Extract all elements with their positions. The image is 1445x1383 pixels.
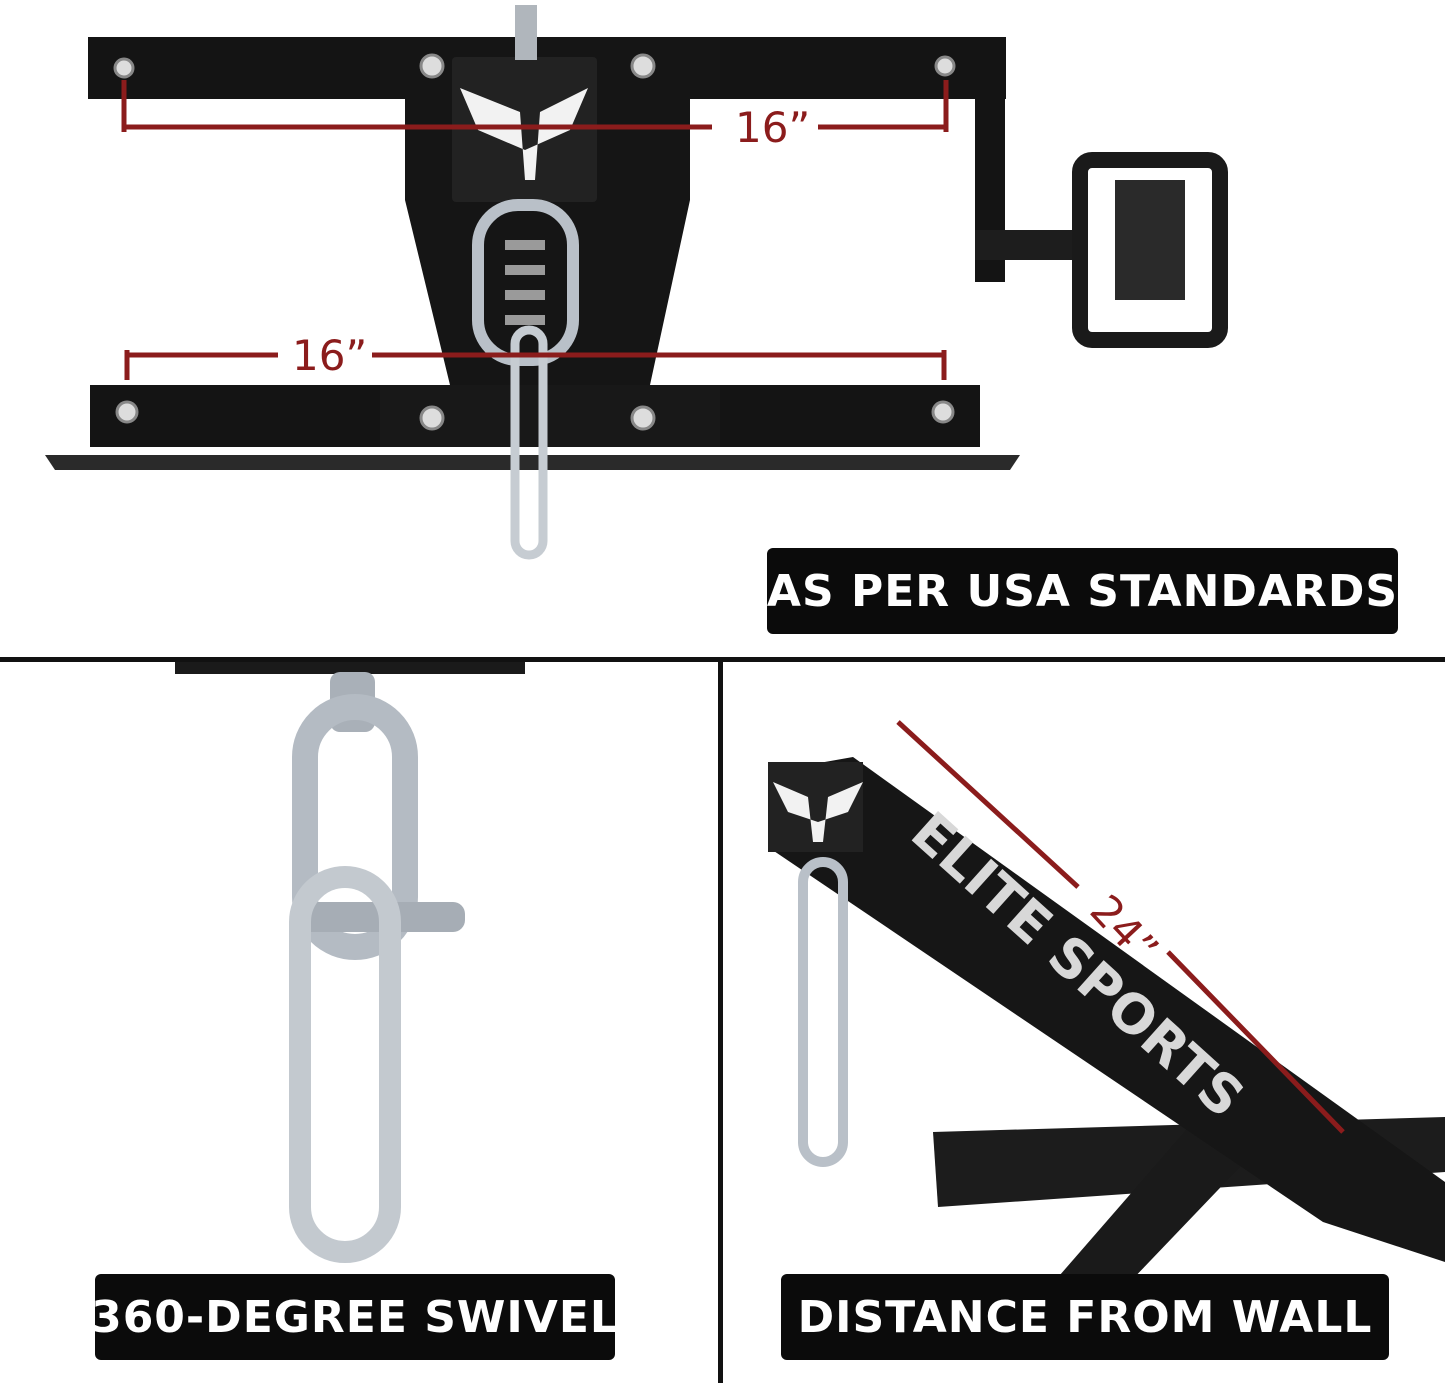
bottom-left-panel-swivel: 360-DEGREE SWIVEL — [0, 662, 718, 1383]
vertical-divider — [718, 662, 723, 1383]
swivel-hook-illustration — [175, 662, 525, 1263]
swivel-caption: 360-DEGREE SWIVEL — [91, 1274, 618, 1360]
lower-dimension-label: 16” — [292, 331, 367, 380]
horizontal-divider — [0, 657, 1445, 662]
bracket-front-illustration: 16” 16” — [45, 5, 1228, 560]
distance-caption: DISTANCE FROM WALL — [781, 1274, 1389, 1360]
bottom-right-panel-distance: 24” ELITE SPORTS DISTANCE FROM WALL — [723, 662, 1445, 1383]
top-panel-bracket-view: 16” 16” AS PER USA STANDARDS — [0, 0, 1445, 657]
usa-standards-caption: AS PER USA STANDARDS — [767, 548, 1398, 634]
upper-dimension-label: 16” — [735, 103, 810, 152]
